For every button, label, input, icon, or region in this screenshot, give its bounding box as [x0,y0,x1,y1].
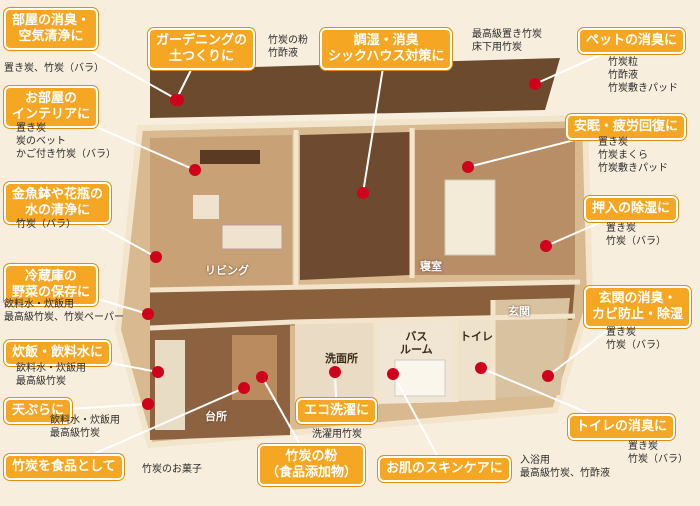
location-dot-c11 [462,161,474,173]
room-label-kitchen: 台所 [205,410,227,423]
callout-note-c9: 最高級置き竹炭 床下用竹炭 [472,29,542,53]
center-room-floor [300,132,410,280]
callout-note-c13: 置き炭 竹炭（バラ） [606,327,666,351]
callout-note-c5: 飲料水・炊飯用 最高級竹炭 [16,363,86,387]
garden-area [150,58,560,118]
callout-c15: お肌のスキンケアに [378,456,511,482]
callout-note-c2: 置き炭 炭のベット かご付き竹炭（バラ） [16,123,116,160]
leader-line-c9 [362,48,387,194]
callout-note-c16: 洗濯用竹炭 [312,429,362,440]
room-label-bath: バス ルーム [400,330,433,356]
leader-line-c7 [63,387,245,468]
callout-note-c7: 竹炭のお菓子 [142,464,202,475]
callout-c1: 部屋の消臭・ 空気清浄に [4,8,99,50]
callout-c17: 竹炭の粉 （食品添加物） [258,444,366,486]
callout-c9: 調湿・消臭 シックハウス対策に [320,28,453,70]
location-dot-c6 [142,398,154,410]
location-dot-c16 [329,366,341,378]
callout-note-c11: 置き炭 竹炭まくら 竹炭敷きパッド [598,137,668,174]
callout-c10: ペットの消臭に [578,28,686,54]
room-label-toilet: トイレ [460,330,493,343]
room-label-living: リビング [205,264,249,277]
callout-note-c8: 竹炭の粉 竹酢液 [268,35,308,59]
callout-c3: 金魚鉢や花瓶の 水の清浄に [4,182,112,224]
living-floor [150,135,292,300]
callout-note-c4: 飲料水・炊飯用 最高級竹炭、竹炭ペーパー [4,299,124,323]
sofa [221,224,283,250]
callout-note-c10: 竹炭粒 竹酢液 竹炭敷きパッド [608,57,678,94]
location-dot-c10 [529,78,541,90]
washroom-floor [295,320,375,408]
room-label-entrance: 玄関 [508,305,530,318]
leader-line-c15 [392,373,446,470]
callout-note-c3: 竹炭（バラ） [16,219,76,230]
callout-c16: エコ洗濯に [296,398,378,424]
callout-c7: 竹炭を食品として [4,454,124,480]
location-dot-c5 [152,366,164,378]
callout-c8: ガーデニングの 土つくりに [148,28,256,70]
location-dot-c4 [142,308,154,320]
callout-c11: 安眠・疲労回復に [566,114,687,140]
callout-note-c6: 飲料水・炊飯用 最高級竹炭 [50,415,120,439]
callout-note-c14: 置き炭 竹炭（バラ） [628,441,688,465]
location-dot-c13 [542,370,554,382]
armchair [193,195,219,219]
callout-note-c15: 入浴用 最高級竹炭、竹酢液 [520,455,610,479]
callout-c4: 冷蔵庫の 野菜の保存に [4,264,99,306]
bed [444,179,496,256]
location-dot-c3 [150,251,162,263]
location-dot-c12 [540,240,552,252]
callout-note-c12: 置き炭 竹炭（バラ） [606,223,666,247]
location-dot-c7 [238,382,250,394]
tv-stand [200,150,260,164]
room-label-bedroom: 寝室 [420,260,442,273]
callout-note-c1: 置き炭、竹炭（バラ） [4,63,104,74]
location-dot-c8 [170,94,182,106]
callout-c13: 玄関の消臭・ カビ防止・除湿 [584,286,692,328]
callout-c12: 押入の除湿に [584,196,679,222]
room-label-washroom: 洗面所 [325,352,358,365]
location-dot-c2 [189,164,201,176]
toilet-floor [458,318,492,401]
callout-c6: 天ぷらに [4,398,73,424]
location-dots [142,78,554,410]
location-dot-c15 [387,368,399,380]
callout-c2: お部屋の インテリアに [4,86,99,128]
callout-c14: トイレの消臭に [568,414,676,440]
callout-c5: 炊飯・飲料水に [4,340,112,366]
location-dot-c17 [256,371,268,383]
location-dot-c14 [475,362,487,374]
inner-walls [149,128,581,405]
entrance-floor [495,298,570,398]
location-dot-c9 [357,187,369,199]
